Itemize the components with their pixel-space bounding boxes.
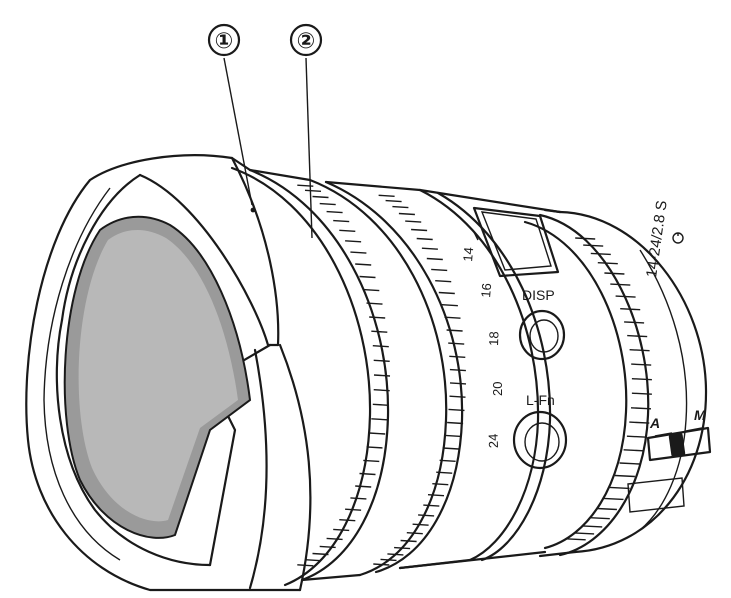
display-panel [472, 206, 560, 278]
callout-1-label: ① [215, 28, 234, 53]
middle-body [398, 188, 562, 570]
zoom-scale-14: 14 [460, 247, 476, 263]
disp-button[interactable] [518, 309, 566, 361]
zoom-ring[interactable] [308, 178, 467, 577]
lens-mount-mark-icon [672, 232, 684, 244]
switch-label-a: A [649, 415, 660, 431]
callout-1: ① [207, 23, 253, 206]
zoom-scale-20: 20 [490, 382, 505, 396]
rear-grip-ring [523, 213, 652, 557]
front-lens-element [63, 215, 252, 539]
lfn-button[interactable] [512, 410, 568, 470]
zoom-scale-24: 24 [486, 433, 501, 448]
lens-model-label: 14-24/2.8 S [643, 199, 671, 278]
callout-2: ② [289, 23, 323, 239]
function-label-plate [627, 477, 685, 513]
disp-button-label: DISP [522, 287, 555, 303]
callout-2-label: ② [297, 28, 316, 53]
lens-hood [25, 154, 312, 592]
zoom-scale-18: 18 [486, 331, 501, 346]
af-mf-switch[interactable] [646, 426, 712, 462]
lfn-button-label: L-Fn [526, 392, 555, 408]
switch-label-m: M [694, 407, 706, 423]
zoom-scale-16: 16 [478, 283, 494, 299]
zoom-scale: 14 16 18 20 24 [460, 231, 505, 448]
control-ring[interactable] [230, 166, 391, 587]
